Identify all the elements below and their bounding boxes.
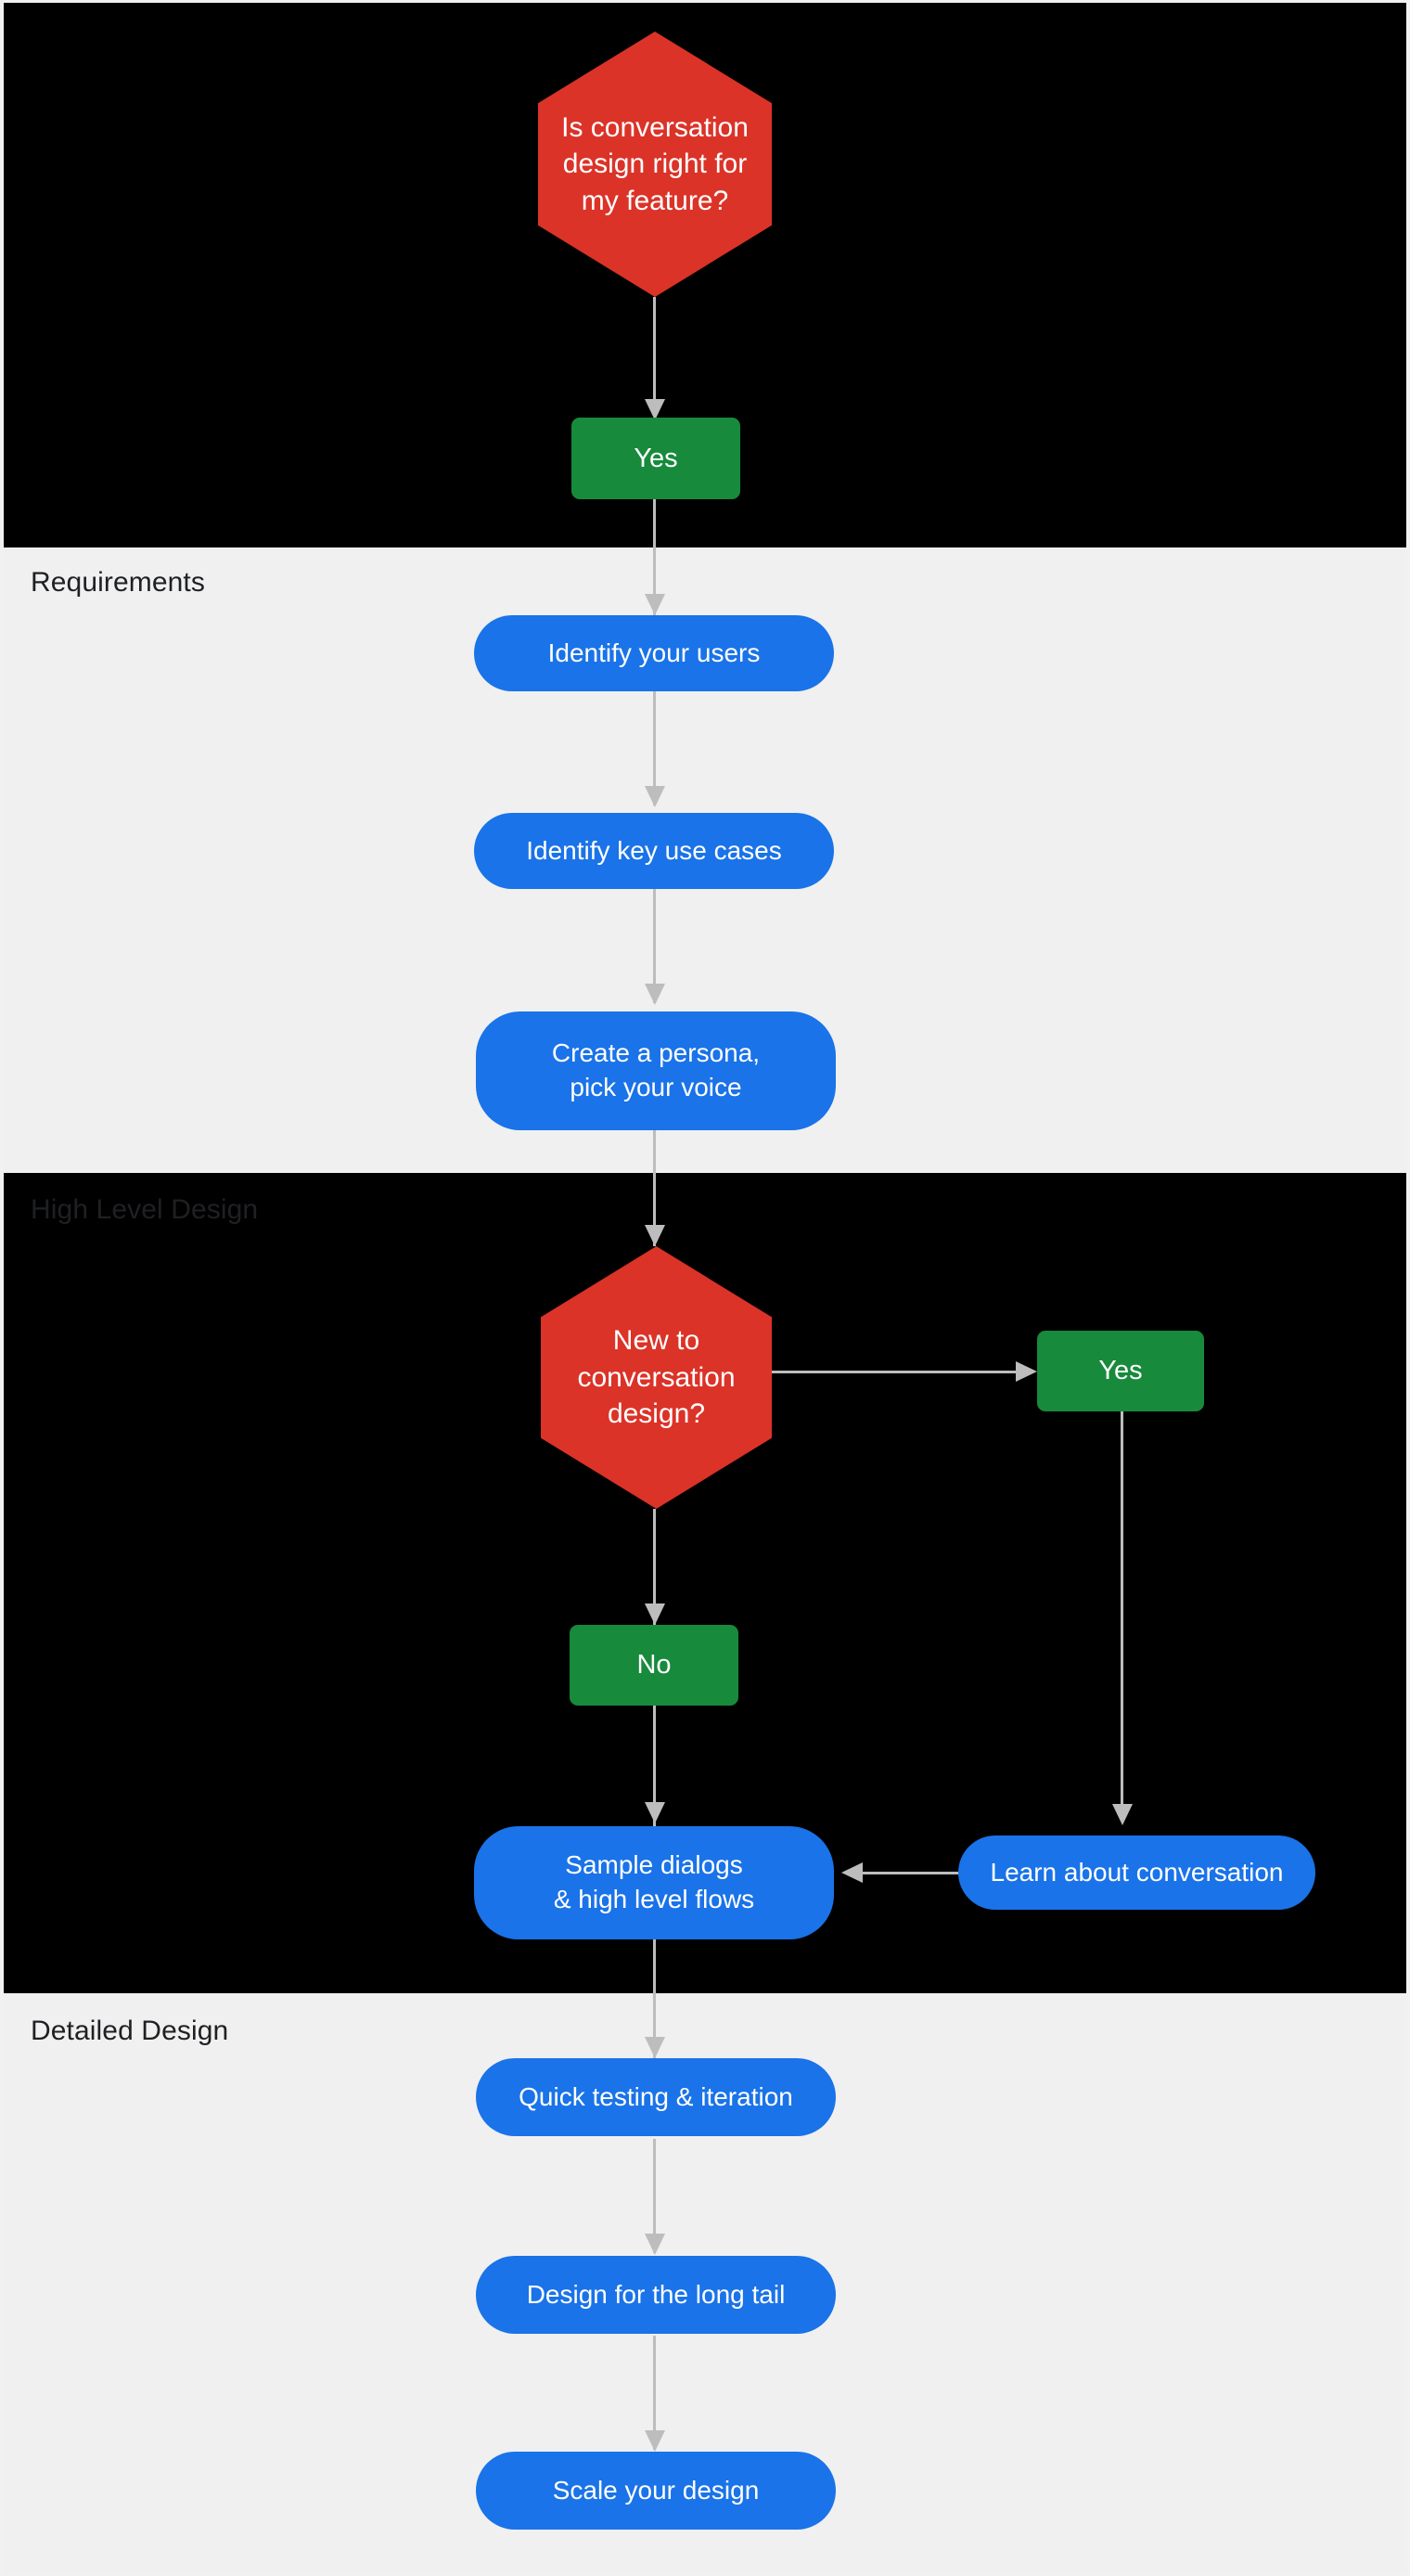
arrow-decision2-to-no <box>645 1604 665 1625</box>
arrow-use-cases-to-create-persona <box>645 984 665 1005</box>
connector-yes-top-to-identify-users <box>653 499 656 615</box>
step-identify-key-use-cases[interactable]: Identify key use cases <box>474 813 834 889</box>
arrow-yes-top-to-identify-users <box>645 594 665 615</box>
connector-use-cases-to-create-persona <box>653 889 656 1003</box>
section-label-high-level-design: High Level Design <box>31 1194 259 1225</box>
arrow-decision1-to-yes-top <box>645 399 665 420</box>
connector-yes-right-to-learn <box>1121 1411 1123 1817</box>
arrow-learn-to-sample-dialogs <box>841 1862 863 1883</box>
connector-identify-users-to-use-cases <box>653 691 656 805</box>
answer-yes-top[interactable]: Yes <box>571 418 740 499</box>
step-quick-testing-iteration[interactable]: Quick testing & iteration <box>476 2058 836 2136</box>
section-label-detailed-design: Detailed Design <box>31 2016 229 2046</box>
section-label-requirements: Requirements <box>31 567 205 598</box>
arrow-yes-right-to-learn <box>1112 1804 1133 1825</box>
connector-create-persona-to-decision2 <box>653 1130 656 1246</box>
arrow-decision2-to-yes-right <box>1016 1361 1037 1382</box>
step-learn-about-conversation[interactable]: Learn about conversation <box>958 1835 1315 1910</box>
step-identify-your-users[interactable]: Identify your users <box>474 615 834 691</box>
connector-quick-testing-to-long-tail <box>653 2139 656 2253</box>
connector-decision2-to-no <box>653 1509 656 1625</box>
connector-learn-to-sample-dialogs <box>863 1872 959 1874</box>
arrow-create-persona-to-decision2 <box>645 1225 665 1246</box>
arrow-quick-testing-to-long-tail <box>645 2234 665 2255</box>
connector-sample-dialogs-to-quick-testing <box>653 1939 656 2058</box>
answer-yes-right[interactable]: Yes <box>1037 1331 1204 1411</box>
arrow-identify-users-to-use-cases <box>645 786 665 807</box>
step-design-for-long-tail[interactable]: Design for the long tail <box>476 2256 836 2334</box>
connector-decision1-to-yes-top <box>653 297 656 413</box>
answer-no[interactable]: No <box>570 1625 738 1706</box>
connector-decision2-to-yes-right <box>772 1371 1019 1373</box>
connector-long-tail-to-scale-design <box>653 2336 656 2450</box>
arrow-sample-dialogs-to-quick-testing <box>645 2037 665 2058</box>
arrow-long-tail-to-scale-design <box>645 2430 665 2452</box>
connector-no-to-sample-dialogs <box>653 1706 656 1826</box>
step-scale-your-design[interactable]: Scale your design <box>476 2452 836 2530</box>
arrow-no-to-sample-dialogs <box>645 1802 665 1823</box>
step-create-persona-pick-voice[interactable]: Create a persona, pick your voice <box>476 1011 836 1130</box>
step-sample-dialogs-high-level-flows[interactable]: Sample dialogs & high level flows <box>474 1826 834 1939</box>
